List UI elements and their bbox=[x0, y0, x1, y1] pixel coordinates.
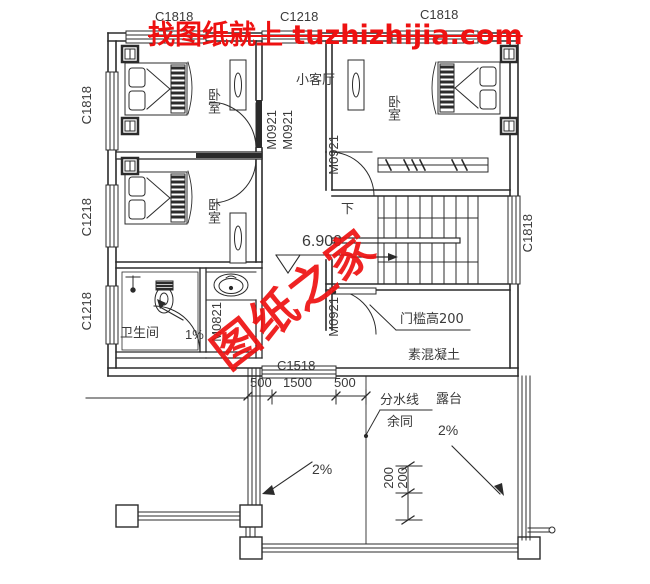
window-label-top-3: C1818 bbox=[420, 7, 459, 22]
slope-label-left: 2% bbox=[312, 461, 333, 477]
dimension-200-a: 200 bbox=[381, 467, 396, 489]
room-label-terrace: 露台 bbox=[436, 392, 463, 407]
window-label-left-3: C1218 bbox=[79, 292, 94, 331]
room-label-bedroom-mid-left: 卧室 bbox=[205, 198, 220, 224]
watershed-note: 分水线 bbox=[380, 393, 420, 408]
room-label-bedroom-top-left: 卧室 bbox=[205, 88, 220, 114]
room-label-bedroom-right: 卧室 bbox=[385, 95, 400, 121]
dimension-500-b: 500 bbox=[334, 375, 356, 390]
window-label-bottom-1: C1518 bbox=[277, 358, 316, 373]
bathroom-slope-label: 1% bbox=[185, 327, 204, 342]
door-label-4: M0921 bbox=[326, 297, 341, 337]
concrete-note: 素混凝土 bbox=[408, 348, 461, 363]
elevation-value: 6.900 bbox=[302, 233, 343, 250]
dimension-1500: 1500 bbox=[283, 375, 312, 390]
window-label-left-2: C1218 bbox=[79, 198, 94, 237]
stair-down-label: 下 bbox=[341, 202, 355, 217]
door-label-5: M0821 bbox=[209, 302, 224, 342]
watershed-same-note: 余同 bbox=[387, 415, 414, 430]
window-label-top-2: C1218 bbox=[280, 9, 319, 24]
slope-label-right: 2% bbox=[438, 422, 459, 438]
door-label-1: M0921 bbox=[264, 110, 279, 150]
dimension-200-b: 200 bbox=[395, 467, 410, 489]
room-label-living-room: 小客厅 bbox=[296, 73, 336, 88]
door-label-3: M0921 bbox=[326, 135, 341, 175]
window-label-top-1: C1818 bbox=[155, 9, 194, 24]
dimension-500-a: 500 bbox=[250, 375, 272, 390]
threshold-note: 门槛高200 bbox=[400, 312, 464, 327]
window-label-right-1: C1818 bbox=[520, 214, 535, 253]
door-label-2: M0921 bbox=[280, 110, 295, 150]
room-label-bathroom: 卫生间 bbox=[120, 326, 160, 341]
window-label-left-1: C1818 bbox=[79, 86, 94, 125]
